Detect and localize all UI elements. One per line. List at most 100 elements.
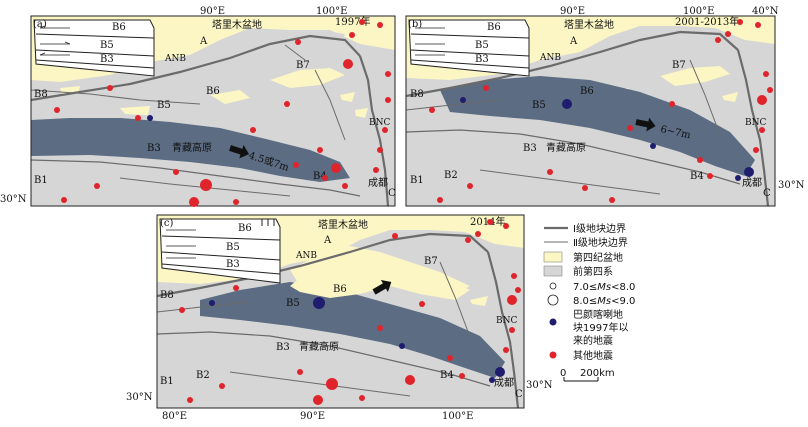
quakes-b — [429, 19, 773, 203]
lon-100-a: 100°E — [316, 6, 347, 17]
inset-label-b3: B3 — [100, 54, 114, 65]
block-b3-c: B3 — [276, 342, 290, 353]
motion-arrow-b — [635, 117, 656, 132]
panel-label-b: (b) — [408, 19, 422, 30]
scale-zero: 0 — [560, 368, 566, 379]
block-b5-b: B5 — [532, 100, 546, 111]
inset-label-b5: B5 — [100, 40, 114, 51]
legend-quaternary-label: 第四纪盆地 — [573, 251, 623, 264]
quaternary-patches — [60, 68, 368, 118]
legend-prequaternary-swatch — [543, 265, 563, 277]
lat-30-a: 30°N — [0, 194, 27, 205]
legend-quaternary-swatch — [543, 251, 563, 263]
place-chengdu-a: 成都 — [368, 177, 388, 189]
legend-level1-label: Ⅰ级地块边界 — [573, 222, 626, 235]
legend-prequaternary-label: 前第四系 — [573, 265, 613, 278]
block-anb-c: ANB — [295, 251, 317, 261]
block-b2-c: B2 — [196, 370, 210, 381]
legend-mag7-label: 7.0≤Ms<8.0 — [573, 282, 635, 293]
block-b6-c: B6 — [333, 284, 347, 295]
legend-mag8-symbol — [547, 294, 559, 306]
block-b1-b: B1 — [410, 175, 424, 186]
legend-level2-label: Ⅱ级地块边界 — [573, 236, 628, 249]
panel-b: B6 B5 B3 (b) 2001-2013年 塔里木盆地 A ANB B7 B… — [405, 6, 805, 207]
inset-label-b6-c: B6 — [238, 223, 252, 234]
place-chengdu-b: 成都 — [742, 177, 762, 189]
legend-other-quake-label: 其他地震 — [573, 349, 613, 362]
block-b8-c: B8 — [160, 290, 174, 301]
block-b1-a: B1 — [34, 175, 48, 186]
block-b4-c: B4 — [440, 370, 454, 381]
legend-mag8-suffix: <9.0 — [611, 296, 635, 307]
panel-year-b: 2001-2013年 — [675, 15, 739, 28]
block-b4-b: B4 — [690, 171, 704, 182]
lon-100-b: 100°E — [683, 6, 714, 17]
panel-c: B6 B5 B3 (c) 2014年 塔里木盆地 A ANB B7 B6 B8 … — [126, 214, 553, 422]
block-a-c: A — [323, 235, 332, 246]
legend-bayan-label-1: 巴颜喀喇地 — [573, 308, 623, 321]
block-b4-a: B4 — [313, 171, 327, 182]
panel-label-c: (c) — [160, 218, 174, 229]
block-anb-b: ANB — [539, 53, 561, 63]
legend-mag7-symbol — [549, 282, 557, 290]
inset-label-b3-b: B3 — [475, 54, 489, 65]
legend-mag7-suffix: <8.0 — [611, 282, 635, 293]
legend-mag7-prefix: 7.0≤ — [573, 282, 597, 293]
block-b7-a: B7 — [296, 60, 310, 71]
legend-other-quake-symbol — [549, 351, 557, 359]
quaternary-patches-b — [500, 66, 738, 112]
lat-30-c: 30°N — [126, 392, 153, 403]
legend-mag7-ms: Ms — [597, 282, 611, 293]
block-b3-a: B3 — [147, 143, 161, 154]
lat-30-c-right: 30°N — [526, 380, 553, 391]
block-b6-b: B6 — [580, 86, 594, 97]
lon-90-c: 90°E — [300, 411, 325, 422]
lat-30-b: 30°N — [778, 180, 805, 191]
inset-label-b3-c: B3 — [226, 259, 240, 270]
legend-mag8-prefix: 8.0≤ — [573, 296, 597, 307]
lon-100-c: 100°E — [442, 411, 473, 422]
place-plateau-b: 青藏高原 — [546, 141, 586, 154]
bayan-har-block-c — [200, 282, 505, 378]
block-a-a: A — [199, 36, 208, 47]
block-b5-a: B5 — [157, 100, 171, 111]
block-b8-b: B8 — [410, 89, 424, 100]
legend-bayan-label-3: 来的地震 — [573, 334, 613, 347]
motion-arrow-c — [372, 279, 392, 295]
lon-80-c: 80°E — [162, 411, 187, 422]
bayan-har-block-b — [440, 76, 755, 176]
block-b1-c: B1 — [160, 376, 174, 387]
block-b2-b: B2 — [444, 170, 458, 181]
inset-label-b6: B6 — [112, 22, 126, 33]
legend-bayan-label-2: 块1997年以 — [573, 321, 628, 334]
place-tarim-a: 塔里木盆地 — [212, 18, 262, 31]
block-b5-c: B5 — [286, 298, 300, 309]
quakes-c — [179, 219, 521, 405]
legend-bayan-quake-symbol — [549, 318, 557, 326]
scale-bar: 0 200km — [560, 368, 615, 382]
block-a-b: A — [569, 36, 578, 47]
legend-mag8-label: 8.0≤Ms<9.0 — [573, 296, 635, 307]
block-bnc-a: BNC — [369, 118, 390, 128]
panel-label-a: (a) — [33, 19, 47, 30]
place-plateau-a: 青藏高原 — [172, 141, 212, 154]
panel-a: B6 B5 B3 (a) 1997年 塔里木盆地 A ANB B7 B6 B8 … — [0, 6, 396, 207]
motion-arrow-a — [229, 145, 250, 159]
place-tarim-b: 塔里木盆地 — [564, 18, 614, 31]
block-bnc-c: BNC — [496, 316, 517, 326]
block-b6-a: B6 — [206, 86, 220, 97]
place-chengdu-c: 成都 — [494, 377, 514, 389]
block-b3-b: B3 — [523, 143, 537, 154]
legend-mag8-ms: Ms — [597, 296, 611, 307]
lon-90-a: 90°E — [200, 6, 225, 17]
block-anb-a: ANB — [164, 54, 186, 64]
inset-schematic-c: B6 B5 B3 — [159, 218, 281, 284]
block-c-a: C — [388, 188, 396, 199]
inset-schematic-a: B6 B5 B3 — [33, 19, 155, 77]
inset-schematic-b: B6 B5 B3 — [408, 19, 530, 77]
block-bnc-b: BNC — [745, 118, 766, 128]
bayan-har-block — [31, 118, 350, 182]
scale-label: 200km — [580, 368, 615, 379]
block-b8-a: B8 — [34, 89, 48, 100]
